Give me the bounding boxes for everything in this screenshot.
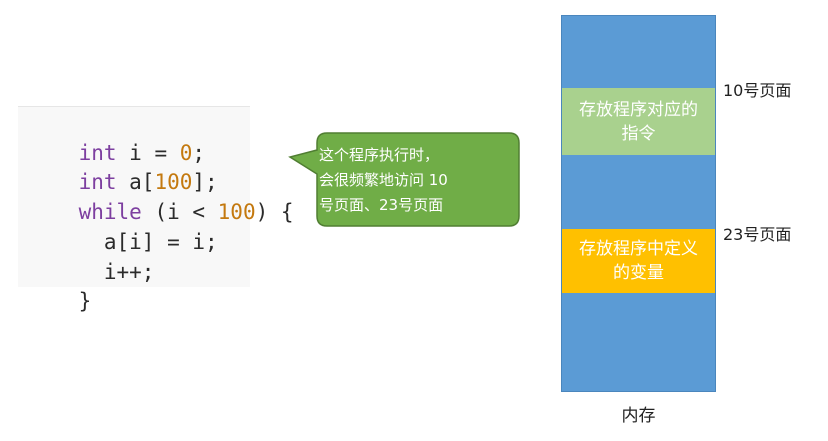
page-10-label: 10号页面 — [723, 81, 792, 100]
code-line-2: int a[100]; — [28, 140, 218, 224]
code-token: ; — [192, 141, 206, 165]
code-token: (i < — [141, 200, 218, 224]
code-token: a[ — [116, 170, 155, 194]
code-line-1: int i = 0; — [28, 111, 205, 195]
code-token: i = — [116, 141, 180, 165]
code-block: int i = 0; int a[100]; while (i < 100) {… — [18, 106, 294, 313]
code-token: int — [78, 170, 117, 194]
variables-block-label: 存放程序中定义的变量 — [579, 239, 698, 283]
code-token: } — [78, 289, 92, 313]
variables-block: 存放程序中定义的变量 — [562, 229, 715, 293]
callout-line: 这个程序执行时， — [319, 146, 440, 164]
code-token: int — [78, 141, 117, 165]
code-token: ) { — [255, 200, 294, 224]
callout-text: 这个程序执行时， 会很频繁地访问 10 号页面、23号页面 — [319, 143, 519, 218]
callout-line: 会很频繁地访问 10 — [319, 171, 448, 189]
callout-line: 号页面、23号页面 — [319, 196, 444, 214]
code-token: a[i] = i; — [78, 230, 218, 254]
page-23-label: 23号页面 — [723, 225, 792, 244]
instructions-block: 存放程序对应的指令 — [562, 88, 715, 155]
code-line-5: i++; — [28, 230, 155, 314]
code-line-6: } — [28, 259, 92, 343]
callout-bubble: 这个程序执行时， 会很频繁地访问 10 号页面、23号页面 — [287, 130, 527, 230]
code-token: i++; — [78, 260, 155, 284]
code-token: ]; — [192, 170, 218, 194]
code-token: while — [78, 200, 142, 224]
code-token: 100 — [154, 170, 193, 194]
callout-shape — [288, 132, 520, 227]
instructions-block-label: 存放程序对应的指令 — [579, 99, 698, 144]
memory-caption: 内存 — [621, 406, 656, 426]
code-line-3: while (i < 100) { — [28, 170, 294, 254]
code-line-4: a[i] = i; — [28, 200, 218, 284]
code-token: 100 — [217, 200, 256, 224]
memory-column: 存放程序对应的指令 存放程序中定义的变量 — [561, 15, 716, 392]
code-token: 0 — [179, 141, 193, 165]
